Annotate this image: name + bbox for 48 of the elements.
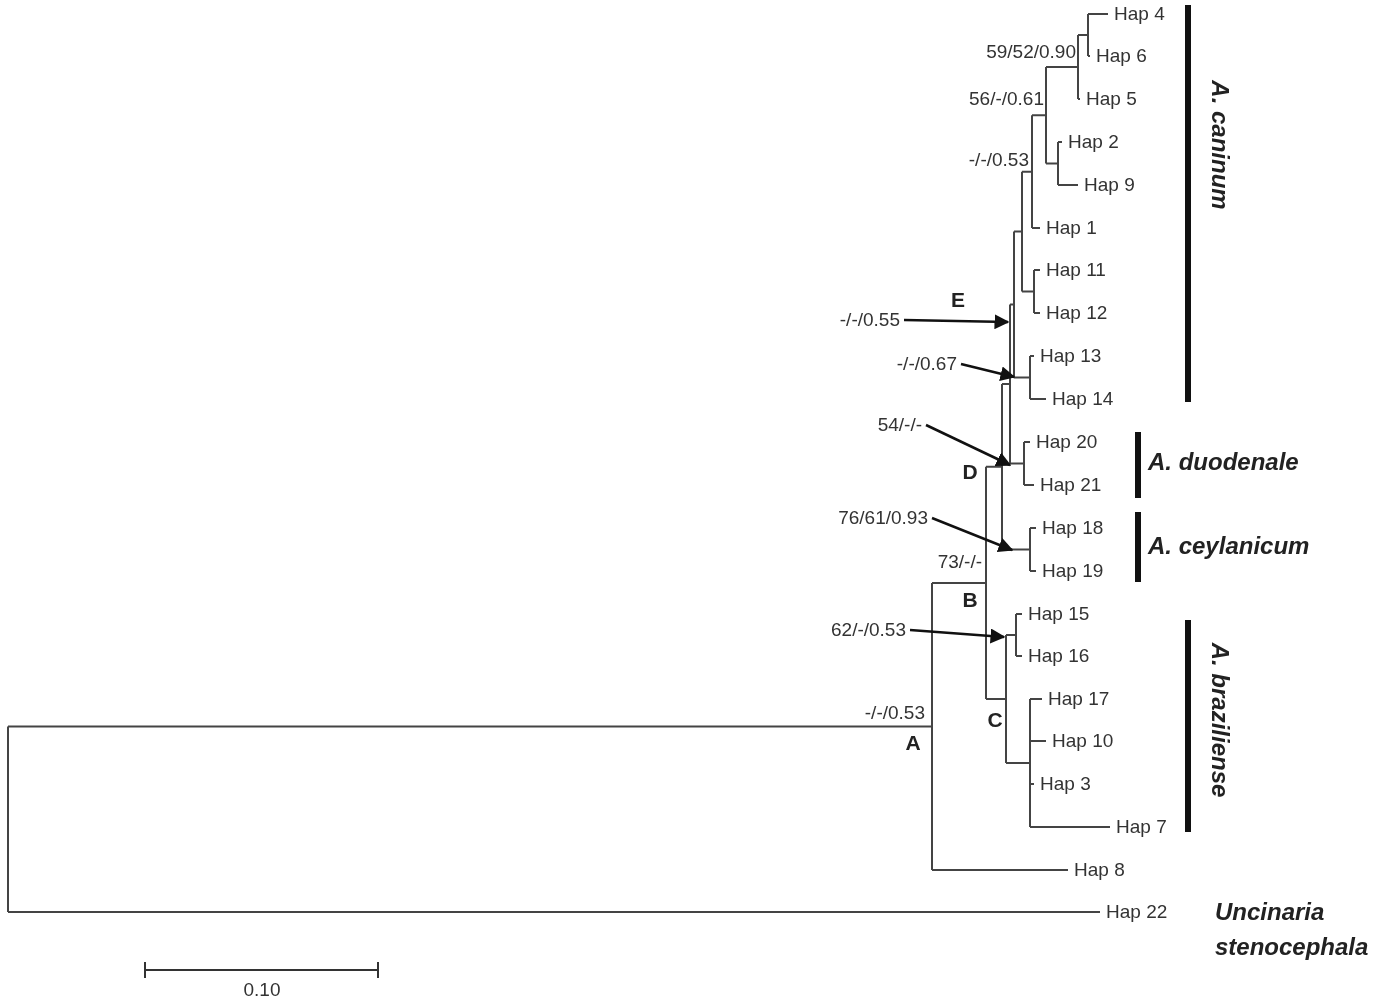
haplotype-label: Hap 4	[1114, 3, 1165, 25]
haplotype-label: Hap 16	[1028, 645, 1090, 667]
support-value: 76/61/0.93	[838, 507, 928, 529]
haplotype-label: Hap 11	[1046, 259, 1106, 281]
haplotype-label: Hap 6	[1096, 45, 1147, 67]
support-value: 54/-/-	[877, 414, 922, 436]
support-value: -/-/0.53	[968, 149, 1029, 171]
haplotype-label: Hap 21	[1040, 474, 1102, 496]
haplotype-label: Hap 9	[1084, 174, 1135, 196]
node-letter: E	[951, 288, 965, 312]
haplotype-label: Hap 20	[1036, 431, 1098, 453]
species-label: A. braziliense	[1206, 642, 1234, 798]
support-value: 59/52/0.90	[986, 41, 1076, 63]
support-value: -/-/0.53	[864, 702, 925, 724]
haplotype-label: Hap 8	[1074, 859, 1125, 881]
haplotype-label: Hap 7	[1116, 816, 1167, 838]
species-label: A. ceylanicum	[1148, 532, 1310, 560]
support-value: -/-/0.55	[839, 309, 900, 331]
species-label: A. duodenale	[1148, 448, 1299, 476]
arrow	[931, 516, 1014, 552]
species-label: Uncinaria stenocephala	[1215, 897, 1370, 962]
node-letter: A	[905, 731, 921, 755]
haplotype-label: Hap 5	[1086, 88, 1137, 110]
arrow	[925, 423, 1012, 467]
support-value: 62/-/0.53	[831, 619, 906, 641]
haplotype-label: Hap 13	[1040, 345, 1102, 367]
haplotype-label: Hap 22	[1106, 901, 1168, 923]
haplotype-label: Hap 18	[1042, 517, 1104, 539]
arrow	[909, 628, 1006, 644]
haplotype-label: Hap 2	[1068, 131, 1119, 153]
support-value: 56/-/0.61	[969, 88, 1044, 110]
scale-value: 0.10	[243, 979, 281, 1000]
species-label: A. caninum	[1206, 80, 1234, 210]
support-value: -/-/0.67	[896, 353, 957, 375]
node-letter: C	[987, 708, 1003, 732]
haplotype-label: Hap 19	[1042, 560, 1104, 582]
haplotype-label: Hap 14	[1052, 388, 1114, 410]
haplotype-label: Hap 15	[1028, 603, 1090, 625]
haplotype-label: Hap 10	[1052, 730, 1114, 752]
haplotype-label: Hap 1	[1046, 217, 1097, 239]
arrow	[960, 362, 1016, 382]
haplotype-label: Hap 17	[1048, 688, 1110, 710]
support-value: 73/-/-	[937, 551, 982, 573]
haplotype-label: Hap 3	[1040, 773, 1091, 795]
node-letter: B	[962, 588, 978, 612]
arrow	[903, 314, 1010, 330]
haplotype-label: Hap 12	[1046, 302, 1108, 324]
node-letter: D	[962, 460, 978, 484]
